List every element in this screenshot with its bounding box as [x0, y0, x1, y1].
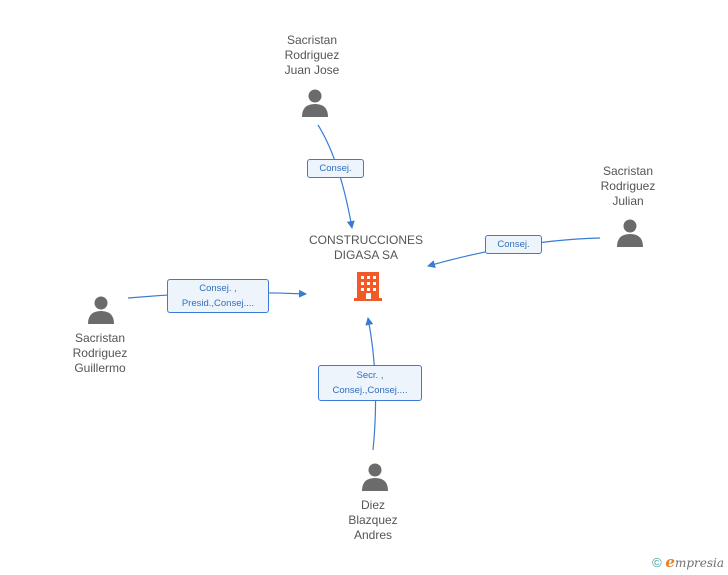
person-icon[interactable] — [300, 88, 330, 118]
brand-logo-e: e — [665, 553, 675, 571]
person-name-line: Sacristan — [286, 33, 338, 47]
person-name-line: Rodriguez — [284, 48, 340, 62]
role-box-juan-jose[interactable]: Consej. — [307, 159, 364, 178]
role-line: Consej.,Consej.... — [332, 385, 408, 396]
role-box-julian[interactable]: Consej. — [485, 235, 542, 254]
role-box-guillermo[interactable]: Consej. , Presid.,Consej.... — [167, 279, 269, 313]
role-line: Secr. , — [356, 370, 384, 381]
person-name-line: Andres — [353, 528, 393, 542]
brand-logo-rest: mpresia — [674, 556, 724, 570]
person-name-line: Julian — [612, 194, 644, 208]
person-name-line: Blazquez — [348, 513, 398, 527]
person-name-line: Rodriguez — [72, 346, 128, 360]
role-line: Consej. , — [199, 283, 237, 294]
person-icon[interactable] — [86, 295, 116, 325]
person-name-juan-jose: Sacristan Rodriguez Juan Jose — [262, 33, 362, 78]
brand-footer[interactable]: © empresia — [652, 553, 724, 571]
company-name-line: DIGASA SA — [333, 248, 399, 262]
person-name-line: Guillermo — [74, 361, 126, 375]
person-name-line: Rodriguez — [600, 179, 656, 193]
person-name-line: Sacristan — [74, 331, 126, 345]
person-name-julian: Sacristan Rodriguez Julian — [578, 164, 678, 209]
person-name-andres: Diez Blazquez Andres — [323, 498, 423, 543]
role-box-andres[interactable]: Secr. , Consej.,Consej.... — [318, 365, 422, 401]
person-name-guillermo: Sacristan Rodriguez Guillermo — [50, 331, 150, 376]
role-line: Consej. — [497, 239, 530, 250]
person-name-line: Sacristan — [602, 164, 654, 178]
copyright-symbol: © — [652, 555, 662, 570]
person-name-line: Juan Jose — [284, 63, 340, 77]
person-icon[interactable] — [360, 462, 390, 492]
person-icon[interactable] — [615, 218, 645, 248]
company-name-line: CONSTRUCCIONES — [308, 233, 423, 247]
company-name: CONSTRUCCIONES DIGASA SA — [296, 233, 436, 263]
person-name-line: Diez — [360, 498, 385, 512]
role-line: Presid.,Consej.... — [181, 298, 255, 309]
role-line: Consej. — [319, 163, 352, 174]
building-icon[interactable] — [354, 270, 384, 302]
